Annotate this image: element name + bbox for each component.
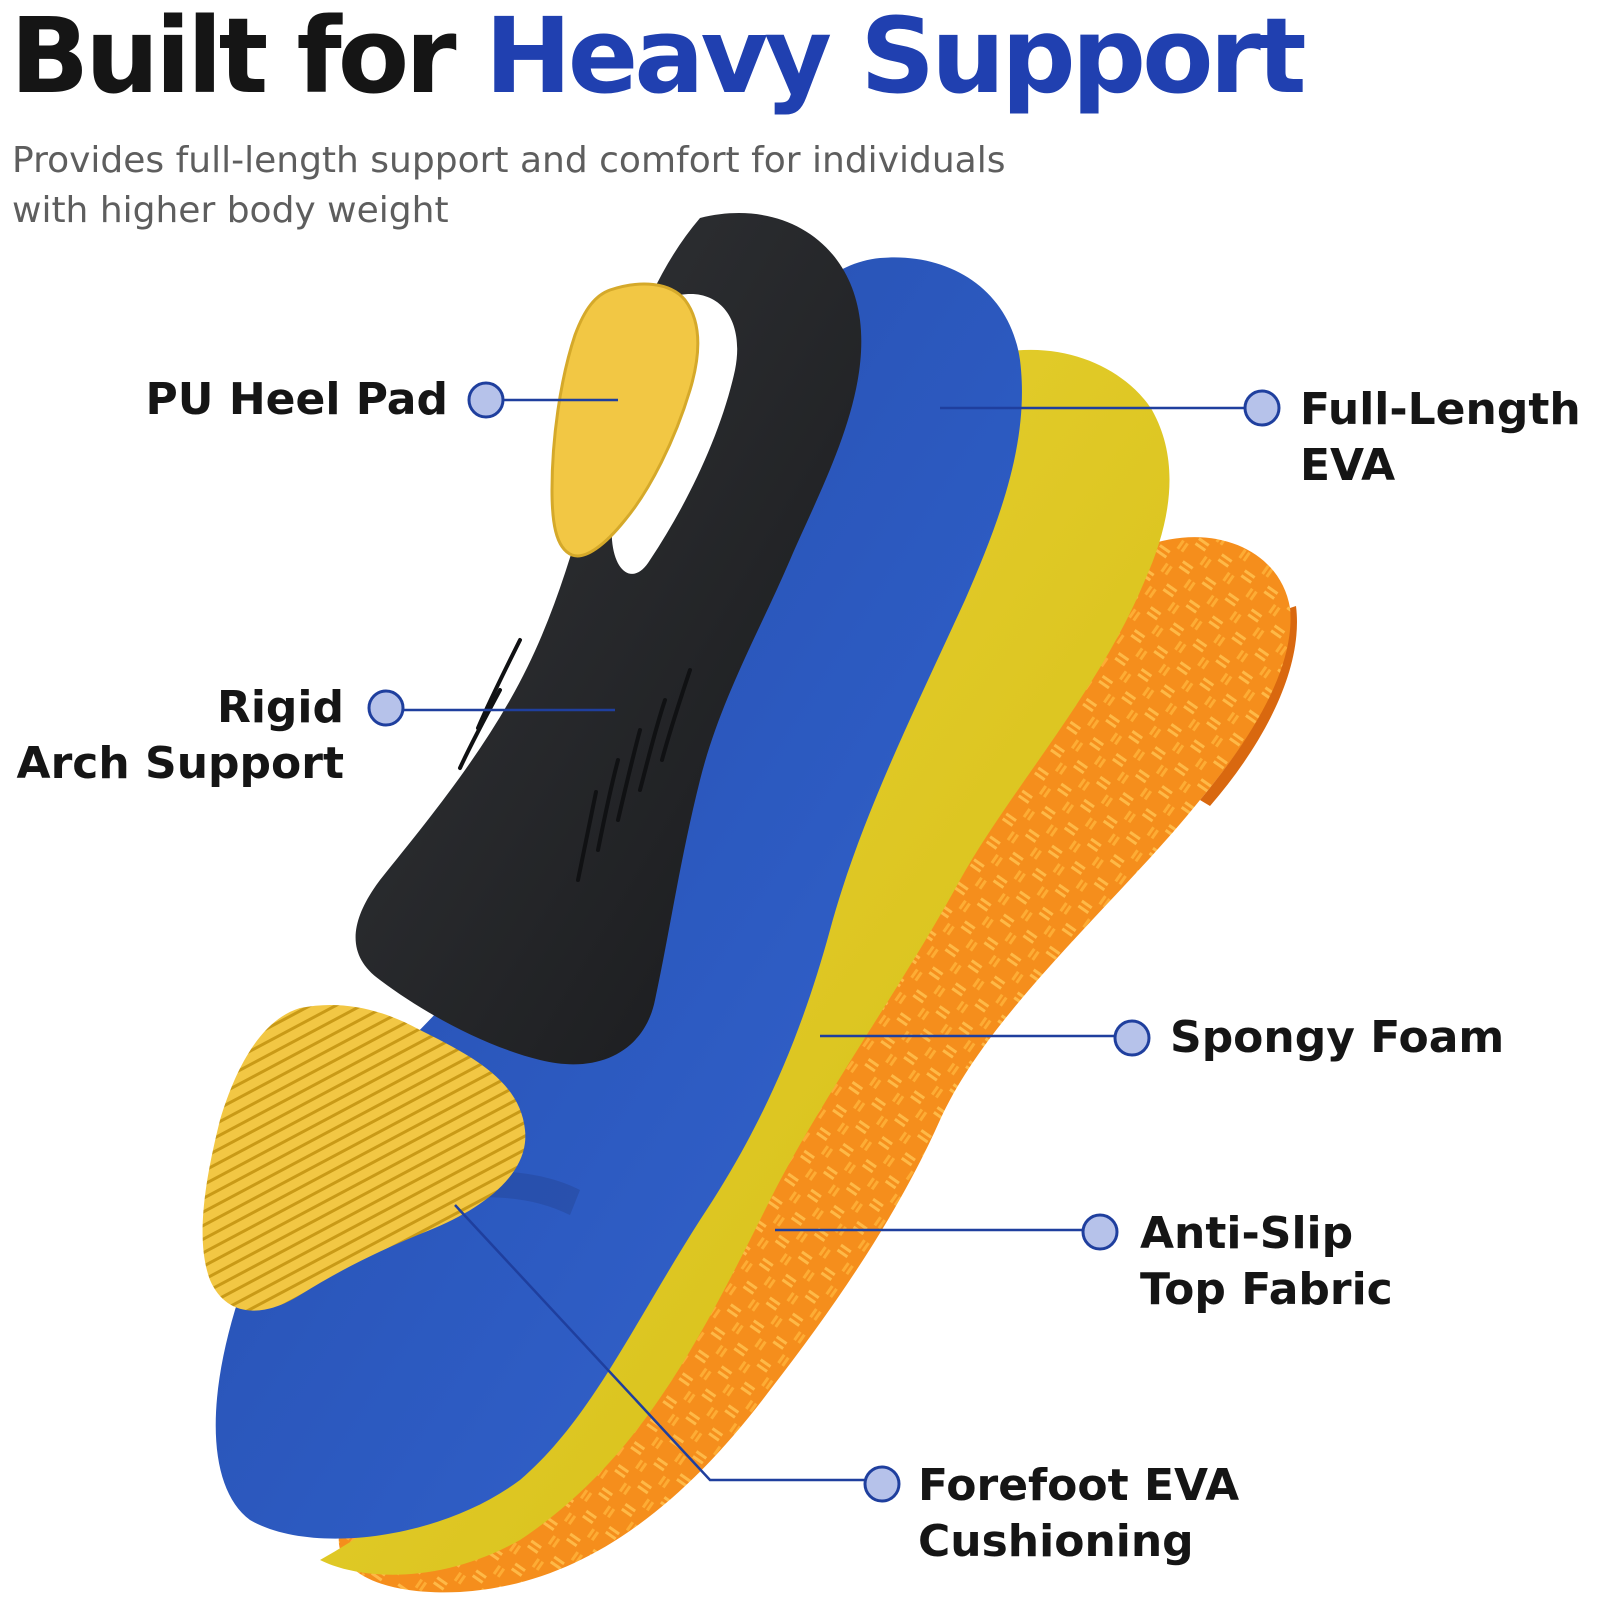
spongy-foam-layer (320, 349, 1170, 1575)
label-full-length-line-1: Full-Length (1300, 384, 1581, 435)
subtitle-line-2: with higher body weight (12, 190, 449, 231)
label-full-length-eva: Full-Length EVA (1300, 382, 1581, 494)
dot-forefoot (863, 1465, 901, 1503)
dot-arch (367, 689, 405, 727)
label-spongy-foam: Spongy Foam (1170, 1010, 1504, 1066)
label-spongy-foam-text: Spongy Foam (1170, 1012, 1505, 1063)
label-forefoot-eva: Forefoot EVA Cushioning (918, 1458, 1239, 1570)
label-rigid-arch-support: Rigid Arch Support (6, 680, 344, 792)
title-part-dark: Built for (10, 0, 485, 117)
subtitle-line-1: Provides full-length support and comfort… (12, 140, 1006, 181)
label-pu-heel-pad: PU Heel Pad (110, 372, 448, 428)
title-part-accent: Heavy Support (484, 0, 1307, 117)
label-anti-slip-line-2: Top Fabric (1140, 1264, 1393, 1315)
connector-dots (367, 381, 1281, 1503)
dot-heel-pad (467, 381, 505, 419)
label-anti-slip-top-fabric: Anti-Slip Top Fabric (1140, 1206, 1393, 1318)
connector-forefoot (454, 1204, 876, 1482)
label-anti-slip-line-1: Anti-Slip (1140, 1208, 1354, 1259)
label-forefoot-line-1: Forefoot EVA (918, 1460, 1240, 1511)
dot-anti-slip (1081, 1213, 1119, 1251)
label-forefoot-line-2: Cushioning (918, 1516, 1194, 1567)
top-fabric-layer (338, 537, 1291, 1593)
label-pu-heel-pad-text: PU Heel Pad (145, 374, 448, 425)
dot-spongy (1113, 1019, 1151, 1057)
dot-full-length (1243, 389, 1281, 427)
label-full-length-line-2: EVA (1300, 440, 1396, 491)
connector-lines (392, 398, 1248, 1482)
eva-size-print (300, 1171, 580, 1250)
page-title: Built for Heavy Support (10, 0, 1307, 112)
forefoot-cushion-pad (202, 1004, 526, 1311)
label-arch-line-1: Rigid (216, 682, 344, 733)
page-subtitle: Provides full-length support and comfort… (12, 136, 1112, 236)
rigid-arch-support (355, 213, 862, 1065)
pu-heel-pad (550, 282, 700, 558)
label-arch-line-2: Arch Support (16, 738, 344, 789)
arch-ribs (458, 638, 692, 882)
